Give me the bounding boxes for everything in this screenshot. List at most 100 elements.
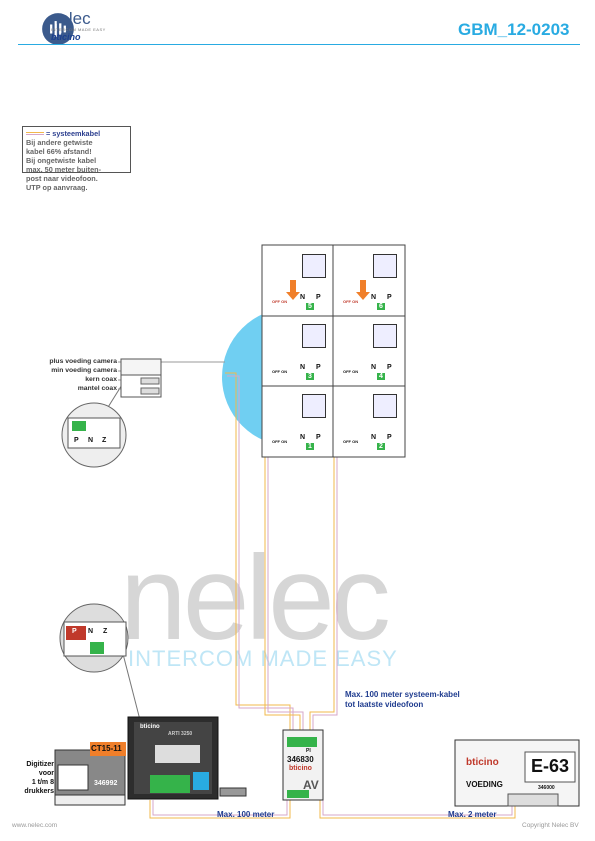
- footer-url: www.nelec.com: [12, 822, 58, 829]
- av-module: [282, 729, 324, 801]
- videophone-number: 3: [306, 373, 314, 380]
- terminal-p: P: [387, 434, 392, 441]
- digitizer-label-line: 1 t/m 8: [31, 779, 54, 786]
- cable-legend: = systeemkabel Bij andere getwiste kabel…: [22, 126, 131, 192]
- supply-brand: bticino: [466, 757, 499, 768]
- terminal-letter: P: [72, 628, 77, 635]
- logo-brand: bticino: [51, 32, 81, 42]
- terminal-zoom-lower: [59, 603, 129, 673]
- switch-label: OFF ON: [343, 439, 359, 444]
- logo-tagline: INTERCOM MADE EASY: [51, 27, 106, 32]
- monitor-icon: [302, 324, 326, 348]
- digitizer-badge: CT15-11: [91, 744, 122, 753]
- switch-label: OFF ON: [343, 369, 359, 374]
- av-brand: bticino: [289, 765, 312, 772]
- footer-copyright: Copyright Nelec BV: [522, 822, 579, 829]
- av-code: 346830: [287, 755, 314, 764]
- arrow-icon: [286, 280, 300, 300]
- terminal-p: P: [387, 364, 392, 371]
- videophone-number: 6: [377, 303, 385, 310]
- videophone-2: OFF ON N P 2: [341, 390, 401, 452]
- switch-label: OFF ON: [272, 299, 288, 304]
- camera-connector: [120, 358, 162, 398]
- videophone-number: 1: [306, 443, 314, 450]
- switch-label: OFF ON: [343, 299, 359, 304]
- legend-line: post naar videofoon.: [26, 174, 98, 183]
- panel-model: ARTI 3250: [168, 731, 193, 737]
- legend-line: kabel 66% afstand!: [26, 147, 92, 156]
- legend-title: = systeemkabel: [46, 129, 101, 138]
- arrow-icon: [356, 280, 370, 300]
- legend-line: UTP op aanvraag.: [26, 183, 88, 192]
- videophone-number: 4: [377, 373, 385, 380]
- door-panel: [127, 716, 219, 800]
- logo-name: nelec: [50, 9, 91, 28]
- watermark-word: nelec: [120, 531, 391, 665]
- videophone-number: 2: [377, 443, 385, 450]
- terminal-p: P: [387, 294, 392, 301]
- legend-line: Bij andere getwiste: [26, 138, 93, 147]
- terminal-p: P: [316, 434, 321, 441]
- monitor-icon: [373, 324, 397, 348]
- system-cable-swatch: [26, 132, 44, 137]
- terminal-letter: P: [74, 437, 79, 444]
- videophone-3: OFF ON N P 3: [270, 320, 330, 382]
- videophone-number: 5: [306, 303, 314, 310]
- digitizer-code: 346992: [94, 780, 118, 787]
- digitizer-label-line: drukkers: [24, 788, 54, 795]
- legend-line: Bij ongetwiste kabel: [26, 156, 97, 165]
- videophone-6: OFF ON N P 6: [341, 250, 401, 312]
- terminal-n: N: [371, 434, 377, 441]
- terminal-n: N: [300, 294, 306, 301]
- power-supply: [454, 739, 580, 807]
- terminal-letter: N: [88, 437, 94, 444]
- camera-label: kern coax: [85, 376, 117, 383]
- supply-label: VOEDING: [466, 780, 503, 789]
- monitor-icon: [302, 394, 326, 418]
- videophone-5: OFF ON N P 5: [270, 250, 330, 312]
- digitizer: [54, 742, 126, 806]
- digitizer-label-line: Digitizer: [26, 761, 54, 768]
- terminal-p: P: [316, 364, 321, 371]
- max-system-cable-note: Max. 100 meter systeem-kabel tot laatste…: [345, 690, 460, 709]
- max-2-meter-label: Max. 2 meter: [448, 810, 497, 819]
- av-label: AV: [303, 778, 319, 792]
- terminal-p: P: [316, 294, 321, 301]
- switch-label: OFF ON: [272, 439, 288, 444]
- av-pi: PI: [306, 748, 311, 754]
- switch-label: OFF ON: [272, 369, 288, 374]
- monitor-icon: [373, 394, 397, 418]
- supply-code: 346000: [538, 785, 555, 791]
- terminal-letter: N: [88, 628, 94, 635]
- cable-av-supply: [319, 800, 516, 819]
- terminal-n: N: [371, 294, 377, 301]
- panel-brand: bticino: [140, 724, 160, 730]
- document-code: GBM_12-0203: [458, 20, 570, 39]
- watermark-tagline: INTERCOM MADE EASY: [128, 646, 398, 671]
- cable-panel-av: [149, 800, 291, 819]
- terminal-n: N: [300, 434, 306, 441]
- videophone-1: OFF ON N P 1: [270, 390, 330, 452]
- max-100-meter-label: Max. 100 meter: [217, 810, 275, 819]
- cable-risers: [225, 372, 291, 730]
- door-lock-icon: [219, 787, 247, 797]
- supply-model: E-63: [531, 756, 570, 776]
- camera-label: plus voeding camera: [49, 358, 117, 365]
- videophone-grid: [261, 244, 406, 458]
- videophone-4: OFF ON N P 4: [341, 320, 401, 382]
- nelec-logo: [42, 13, 74, 45]
- digitizer-label-line: voor: [38, 770, 54, 777]
- terminal-letter: Z: [103, 628, 108, 635]
- digitizer-label: Digitizer voor 1 t/m 8 drukkers: [4, 760, 54, 796]
- header-divider: [18, 44, 580, 45]
- terminal-n: N: [300, 364, 306, 371]
- terminal-n: N: [371, 364, 377, 371]
- monitor-icon: [302, 254, 326, 278]
- terminal-zoom-upper: [61, 402, 127, 468]
- camera-label: mantel coax: [77, 385, 117, 392]
- legend-line: max. 50 meter buiten-: [26, 165, 102, 174]
- camera-label: min voeding camera: [51, 367, 117, 374]
- monitor-icon: [373, 254, 397, 278]
- terminal-letter: Z: [102, 437, 107, 444]
